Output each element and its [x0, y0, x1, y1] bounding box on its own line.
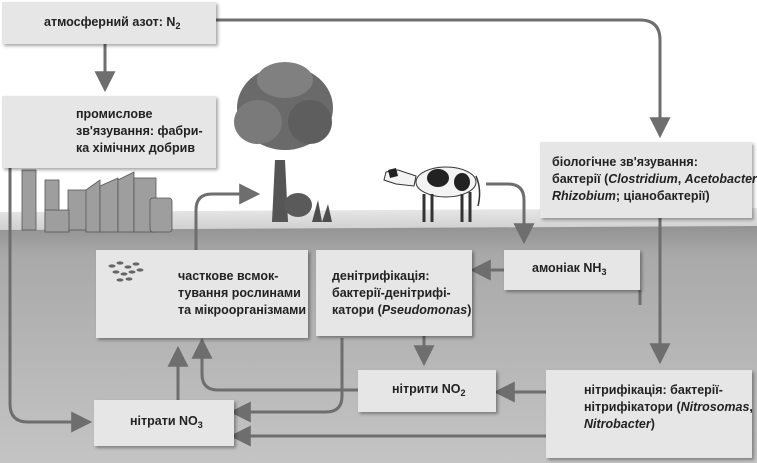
node-nitrates: нітрати NO3 — [94, 400, 234, 446]
denitrification-l3b: Pseudomonas — [381, 302, 468, 317]
nitrification-l2b: Nitrosomas — [680, 399, 750, 414]
node-nitrification: нітрифікація: бактерії- нітрифікатори (N… — [546, 370, 753, 458]
biological-l2b: Clostridium — [608, 171, 678, 186]
microorganisms-icon — [108, 261, 144, 282]
node-ammonia: амоніак NH3 — [504, 250, 640, 290]
nitrates-text: нітрати NO — [130, 414, 198, 428]
nitrates-subscript: 3 — [197, 420, 203, 430]
biological-l2a: бактерії ( — [552, 171, 609, 186]
arrow-assimilation-to-plant — [194, 183, 261, 250]
biological-l3b: ; ціанобактерії) — [615, 188, 710, 203]
nitrification-l2a: нітрифікатори ( — [584, 399, 681, 414]
nitrification-l3a: Nitrobacter — [584, 416, 651, 431]
cow-icon — [383, 166, 481, 222]
atmospheric-text: атмосферний азот: N — [44, 15, 176, 29]
arrow-atmosphere-to-biological — [216, 18, 671, 139]
arrows — [8, 18, 671, 447]
arrow-nitrites-to-assimilation — [191, 337, 358, 392]
biological-l2d: Acetobacter — [684, 171, 757, 186]
biological-l3a: Rhizobium — [552, 188, 616, 203]
node-industrial-fixation: промислове зв'язування: фабри- ка хімічн… — [2, 96, 216, 168]
biological-l2c: , — [677, 171, 685, 186]
ammonia-subscript: 3 — [601, 267, 607, 277]
industrial-line-2: зв'язування: фабри- — [76, 123, 203, 138]
arrow-cow-to-ammonia — [486, 182, 535, 245]
node-atmospheric-nitrogen: атмосферний азот: N2 — [2, 2, 216, 44]
arrow-denitrification-to-nitrates — [229, 338, 344, 423]
node-denitrification: денітрифікація: бактерії-денітрифі- като… — [316, 250, 472, 336]
assimilation-line-3: та мікроорганізмами — [178, 302, 307, 317]
nitrification-l3b: ) — [650, 416, 655, 431]
node-biological-fixation: біологічне зв'язування: бактерії (Clostr… — [540, 142, 757, 218]
factory-icon — [17, 134, 173, 233]
nitrification-line-1: нітрифікація: бактерії- — [584, 383, 723, 397]
biological-line-1: біологічне зв'язування: — [552, 155, 698, 169]
assimilation-line-1: часткове всмок- — [178, 269, 279, 283]
nitrification-l2c: , — [749, 399, 753, 414]
denitrification-l3c: ) — [467, 302, 472, 317]
industrial-line-1: промислове — [76, 107, 153, 121]
atmospheric-subscript: 2 — [175, 21, 181, 31]
denitrification-line-1: денітрифікація: — [332, 269, 430, 283]
node-nitrites: нітрити NO2 — [358, 370, 496, 412]
denitrification-l3a: катори ( — [332, 302, 382, 317]
industrial-line-3: ка хімічних добрив — [76, 140, 196, 155]
tree-icon — [234, 62, 333, 222]
nitrites-subscript: 2 — [460, 388, 466, 398]
denitrification-line-2: бактерії-денітрифі- — [332, 285, 451, 300]
ammonia-text: амоніак NH — [532, 261, 602, 275]
assimilation-line-2: тування рослинами — [178, 285, 301, 300]
nitrites-text: нітрити NO — [392, 382, 461, 396]
node-assimilation: часткове всмок- тування рослинами та мік… — [96, 250, 308, 338]
arrow-industrial-to-nitrates — [8, 168, 93, 433]
